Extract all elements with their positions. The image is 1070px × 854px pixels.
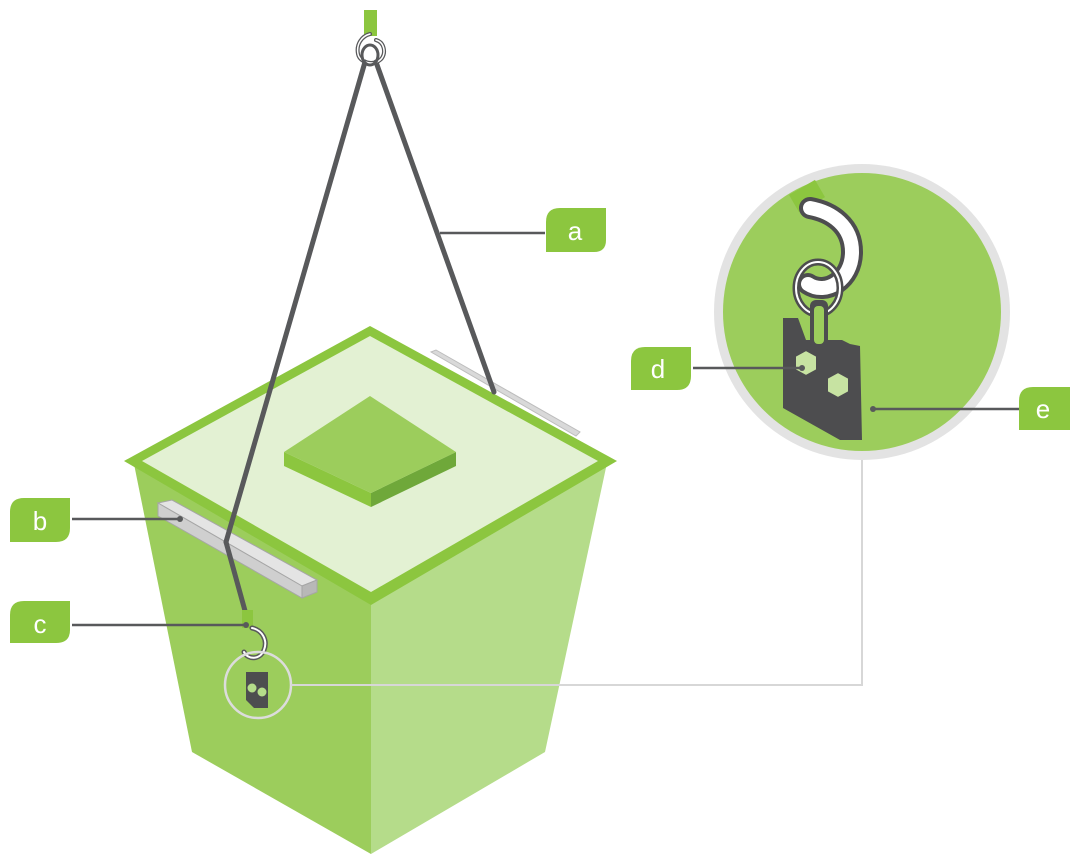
lid-center-block: [284, 396, 456, 507]
callout-d-label: d: [651, 354, 665, 384]
sling-right: [373, 59, 497, 395]
callout-a: a: [440, 208, 606, 252]
crane-hook-icon: [355, 10, 386, 67]
sling-left: [223, 59, 368, 545]
sling-left-lower: [223, 539, 250, 621]
sling-assembly: [223, 10, 497, 720]
callout-e: e: [870, 387, 1070, 430]
callout-c-label: c: [34, 609, 47, 639]
back-rail: [429, 349, 581, 437]
detail-bolt-left-icon: [794, 348, 818, 378]
callout-a-label: a: [568, 216, 583, 246]
callout-e-label: e: [1036, 394, 1050, 424]
bin-right-face: [371, 463, 607, 854]
callout-d: d: [631, 347, 805, 390]
detail-magnifier: [714, 164, 1010, 460]
small-hook-icon: [241, 610, 268, 661]
detail-connector-line: [291, 454, 863, 686]
small-lug-icon: [246, 672, 268, 708]
callout-b: b: [10, 498, 183, 542]
bin: [124, 326, 617, 854]
callout-b-label: b: [33, 506, 47, 536]
detail-lug-icon: [783, 300, 862, 440]
detail-bolt-right-icon: [826, 370, 850, 400]
callout-c: c: [10, 601, 249, 643]
